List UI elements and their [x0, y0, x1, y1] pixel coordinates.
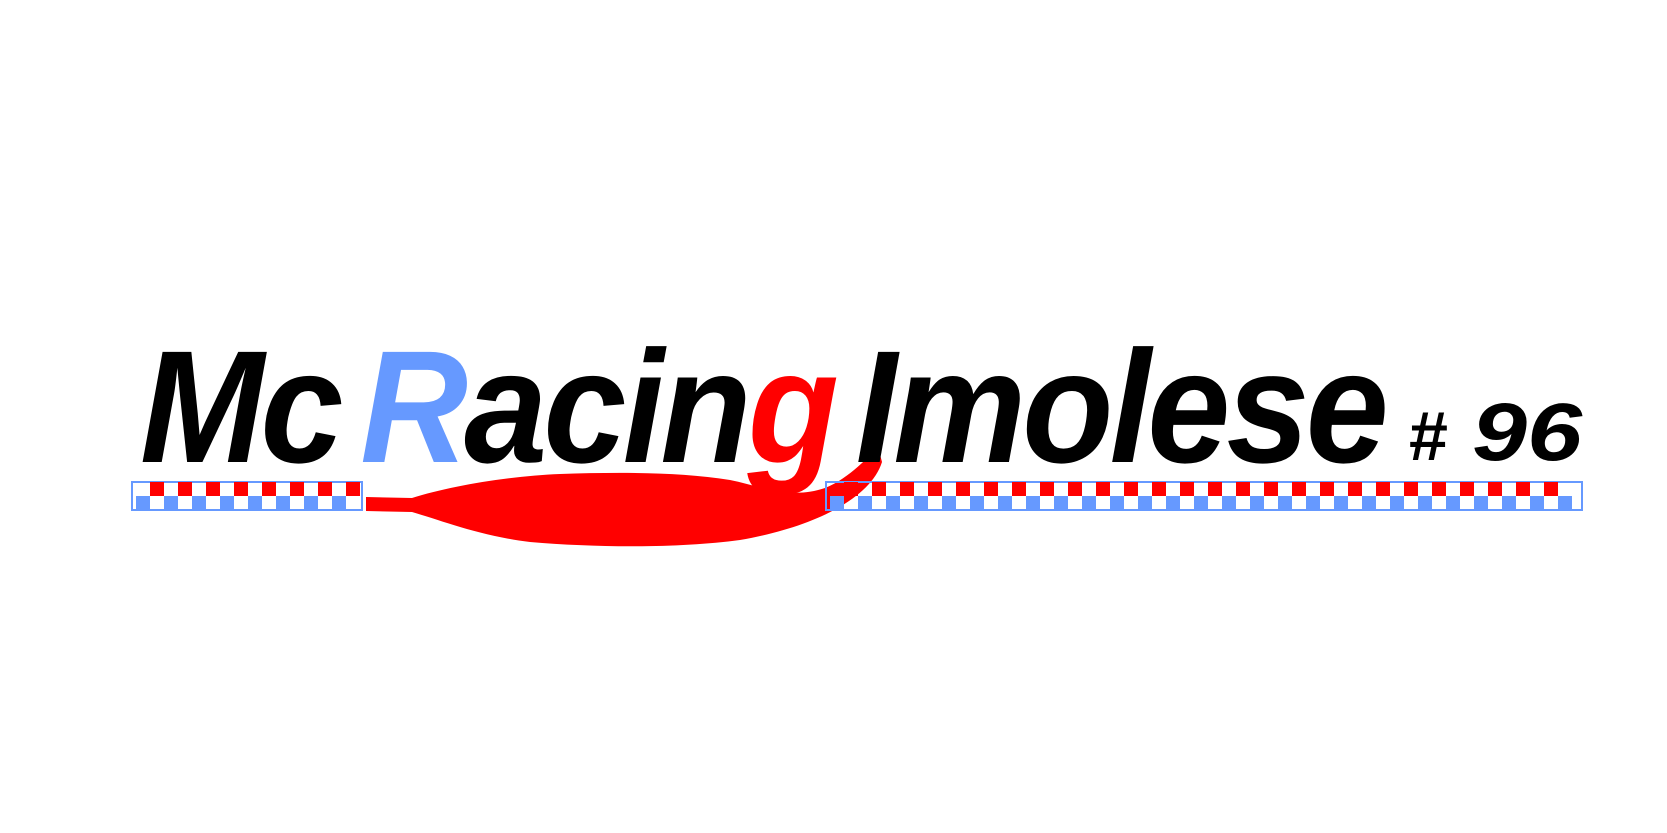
- checker-square-blue: [1334, 496, 1348, 510]
- checker-square-blue: [858, 496, 872, 510]
- checker-square-blue: [830, 496, 844, 510]
- checker-square-red: [150, 482, 164, 496]
- checker-square-red: [1068, 482, 1082, 496]
- checker-square-blue: [1502, 496, 1516, 510]
- red-swoosh: [366, 447, 882, 547]
- logo-text-acin: acin: [464, 317, 748, 496]
- checker-square-red: [262, 482, 276, 496]
- checker-square-blue: [942, 496, 956, 510]
- checker-square-red: [346, 482, 360, 496]
- checker-square-blue: [1026, 496, 1040, 510]
- checker-square-blue: [1558, 496, 1572, 510]
- checker-square-blue: [248, 496, 262, 510]
- checker-square-red: [1404, 482, 1418, 496]
- race-number: 96: [1472, 387, 1584, 478]
- checker-square-red: [178, 482, 192, 496]
- checker-square-blue: [192, 496, 206, 510]
- checker-square-red: [318, 482, 332, 496]
- checker-square-red: [290, 482, 304, 496]
- logo-text-g: g: [747, 317, 836, 496]
- checker-square-blue: [1306, 496, 1320, 510]
- checker-square-blue: [1054, 496, 1068, 510]
- checker-square-blue: [276, 496, 290, 510]
- checker-square-blue: [998, 496, 1012, 510]
- race-number-hash: #: [1408, 397, 1447, 475]
- checker-square-red: [1544, 482, 1558, 496]
- checker-square-red: [1376, 482, 1390, 496]
- logo-text-mc: Mc: [140, 317, 342, 496]
- checker-square-blue: [1362, 496, 1376, 510]
- checker-square-blue: [970, 496, 984, 510]
- checker-square-red: [1292, 482, 1306, 496]
- checker-square-red: [872, 482, 886, 496]
- checker-square-blue: [332, 496, 346, 510]
- checker-square-red: [844, 482, 858, 496]
- checker-square-red: [1012, 482, 1026, 496]
- checker-square-blue: [136, 496, 150, 510]
- checker-square-red: [1516, 482, 1530, 496]
- checker-square-blue: [1138, 496, 1152, 510]
- checker-square-red: [1348, 482, 1362, 496]
- checker-square-blue: [1530, 496, 1544, 510]
- checker-square-red: [1124, 482, 1138, 496]
- checker-square-red: [984, 482, 998, 496]
- checkered-strip-left: [131, 481, 363, 511]
- checker-square-blue: [914, 496, 928, 510]
- checker-square-red: [1488, 482, 1502, 496]
- checker-square-blue: [1082, 496, 1096, 510]
- checker-square-blue: [1418, 496, 1432, 510]
- checker-square-red: [1208, 482, 1222, 496]
- checker-square-red: [1264, 482, 1278, 496]
- checker-square-blue: [1390, 496, 1404, 510]
- checker-square-blue: [304, 496, 318, 510]
- checker-square-blue: [886, 496, 900, 510]
- checker-square-blue: [1474, 496, 1488, 510]
- checker-square-red: [1432, 482, 1446, 496]
- checker-square-blue: [1110, 496, 1124, 510]
- checker-square-red: [234, 482, 248, 496]
- checkered-strip-right: [825, 481, 1583, 511]
- checker-square-blue: [1250, 496, 1264, 510]
- logo-text-imolese: Imolese: [856, 317, 1385, 496]
- checker-square-red: [1096, 482, 1110, 496]
- checker-square-blue: [164, 496, 178, 510]
- logo-wordmark: McRacingImolese: [140, 317, 1385, 496]
- checker-square-red: [1236, 482, 1250, 496]
- checker-square-blue: [1194, 496, 1208, 510]
- checker-square-blue: [220, 496, 234, 510]
- checker-square-red: [900, 482, 914, 496]
- checker-square-blue: [1446, 496, 1460, 510]
- checker-square-red: [928, 482, 942, 496]
- checker-square-blue: [1222, 496, 1236, 510]
- checker-square-red: [1152, 482, 1166, 496]
- checker-square-red: [1320, 482, 1334, 496]
- logo-text-r: R: [360, 317, 467, 496]
- checker-square-red: [1180, 482, 1194, 496]
- checker-square-blue: [1166, 496, 1180, 510]
- checker-square-blue: [1278, 496, 1292, 510]
- checker-square-red: [206, 482, 220, 496]
- checker-square-red: [1040, 482, 1054, 496]
- checker-square-red: [1460, 482, 1474, 496]
- checker-square-red: [956, 482, 970, 496]
